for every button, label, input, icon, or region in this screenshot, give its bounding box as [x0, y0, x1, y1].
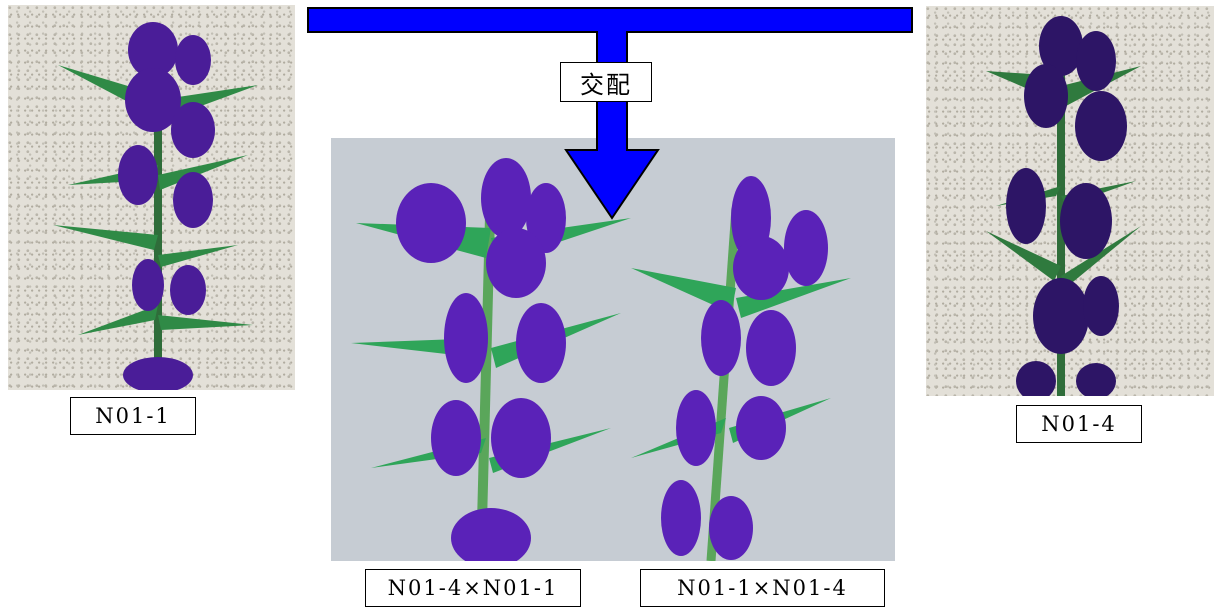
- cross-label: 交配: [560, 62, 652, 102]
- arrow-shape: [308, 8, 912, 218]
